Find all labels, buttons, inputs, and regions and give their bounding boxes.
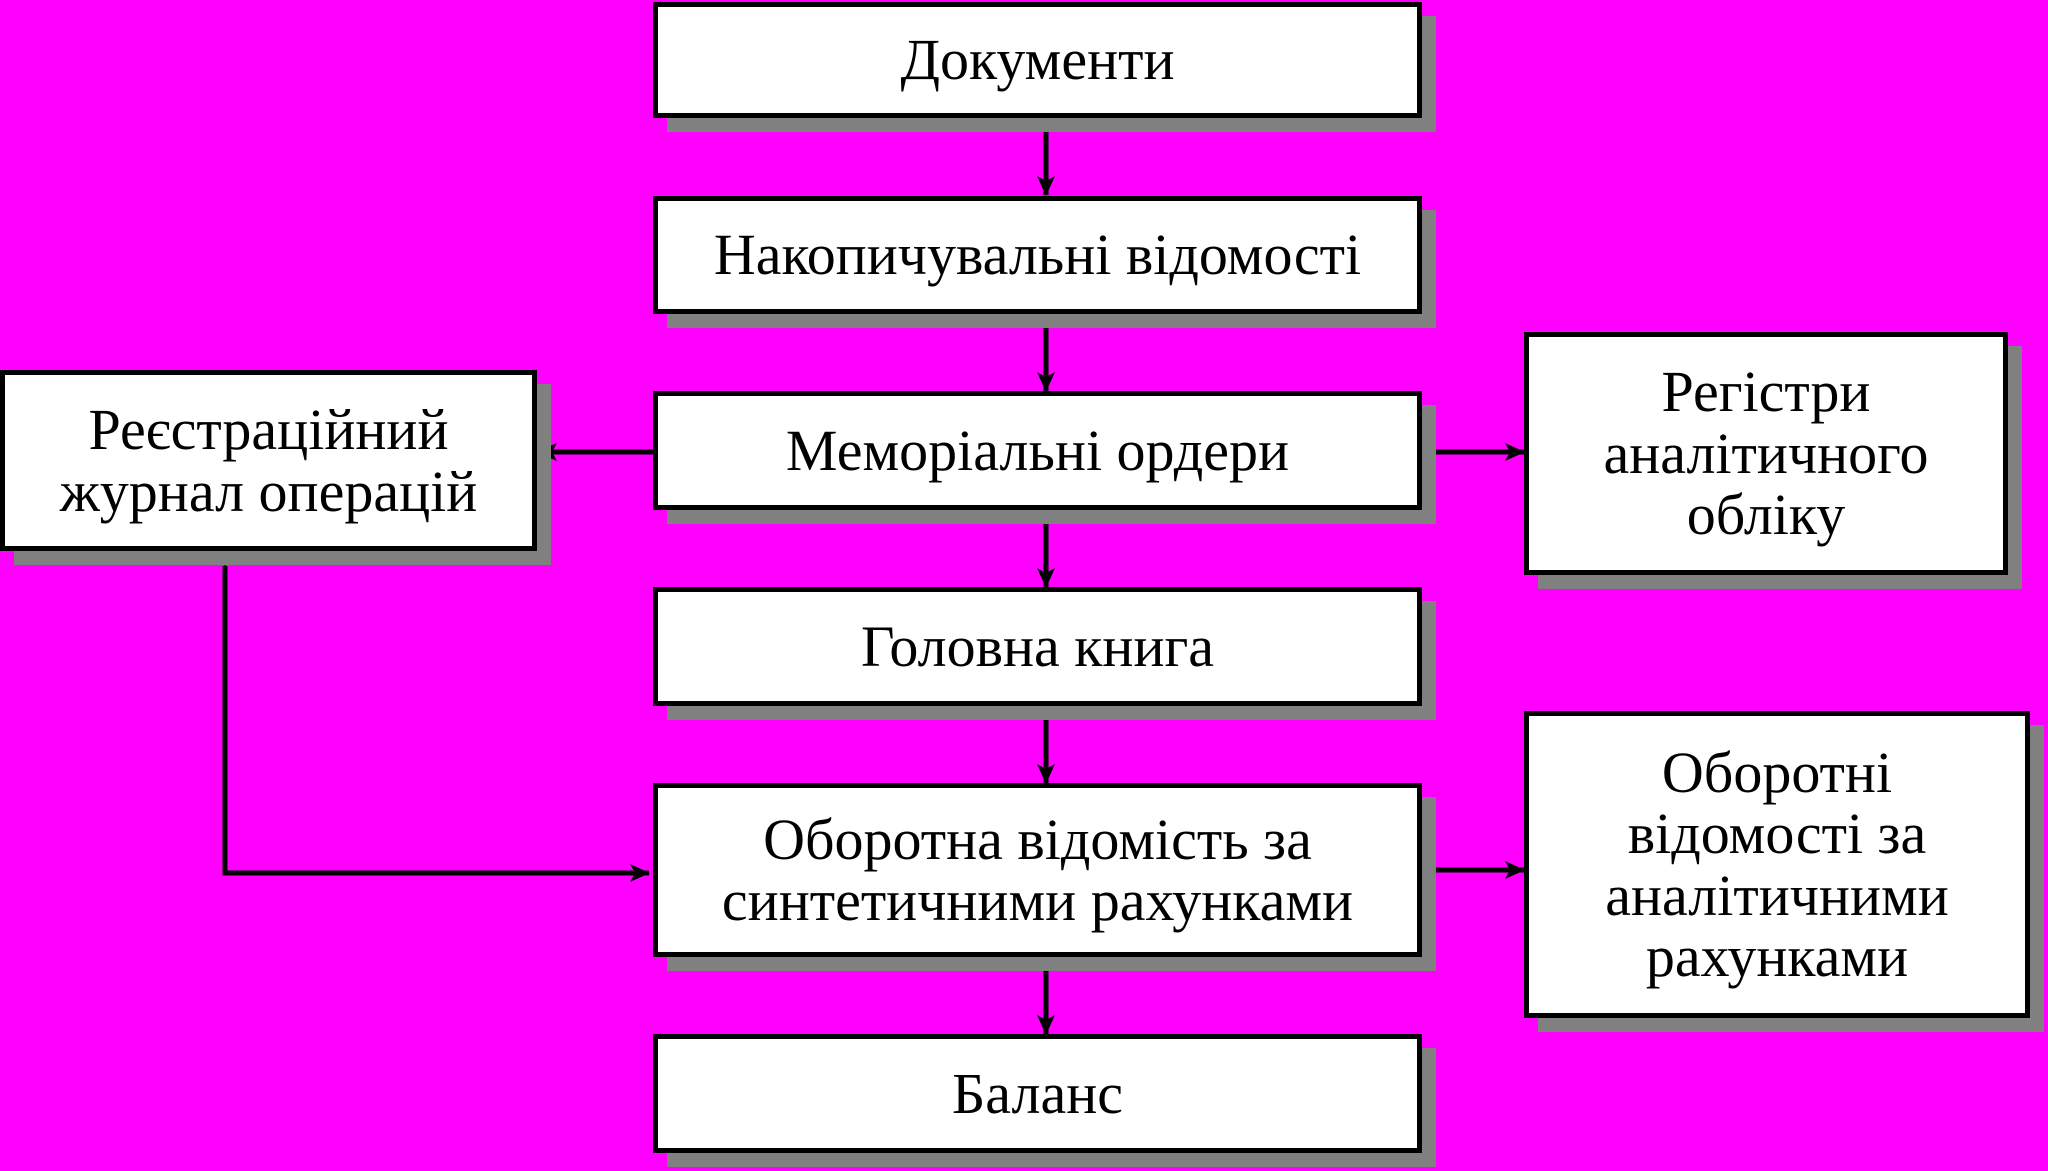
box-balance-label: Баланс xyxy=(951,1060,1124,1126)
box-registration-journal-label: Реєстраційний журнал операцій xyxy=(59,397,478,524)
box-documents: Документи xyxy=(653,2,1422,118)
box-documents-label: Документи xyxy=(900,27,1175,93)
box-analytical-turnover-label: Оборотні відомості за аналітичними рахун… xyxy=(1605,739,1949,989)
box-registration-journal: Реєстраційний журнал операцій xyxy=(0,370,537,551)
box-memorial-orders-label: Меморіальні ордери xyxy=(785,417,1290,483)
box-memorial-orders: Меморіальні ордери xyxy=(653,391,1422,510)
box-accumulative-statements: Накопичувальні відомості xyxy=(653,196,1422,314)
box-analytical-registers-label: Регістри аналітичного обліку xyxy=(1603,359,1929,548)
box-synthetic-turnover-label: Оборотна відомість за синтетичними рахун… xyxy=(721,806,1354,933)
box-general-ledger: Головна книга xyxy=(653,587,1422,706)
box-analytical-registers: Регістри аналітичного обліку xyxy=(1524,332,2008,575)
box-general-ledger-label: Головна книга xyxy=(860,613,1215,679)
box-accumulative-statements-label: Накопичувальні відомості xyxy=(713,222,1362,288)
arrow-journal-to-synthetic xyxy=(216,547,650,882)
box-analytical-turnover: Оборотні відомості за аналітичними рахун… xyxy=(1524,711,2030,1018)
box-balance: Баланс xyxy=(653,1034,1422,1153)
box-synthetic-turnover: Оборотна відомість за синтетичними рахун… xyxy=(653,783,1422,957)
